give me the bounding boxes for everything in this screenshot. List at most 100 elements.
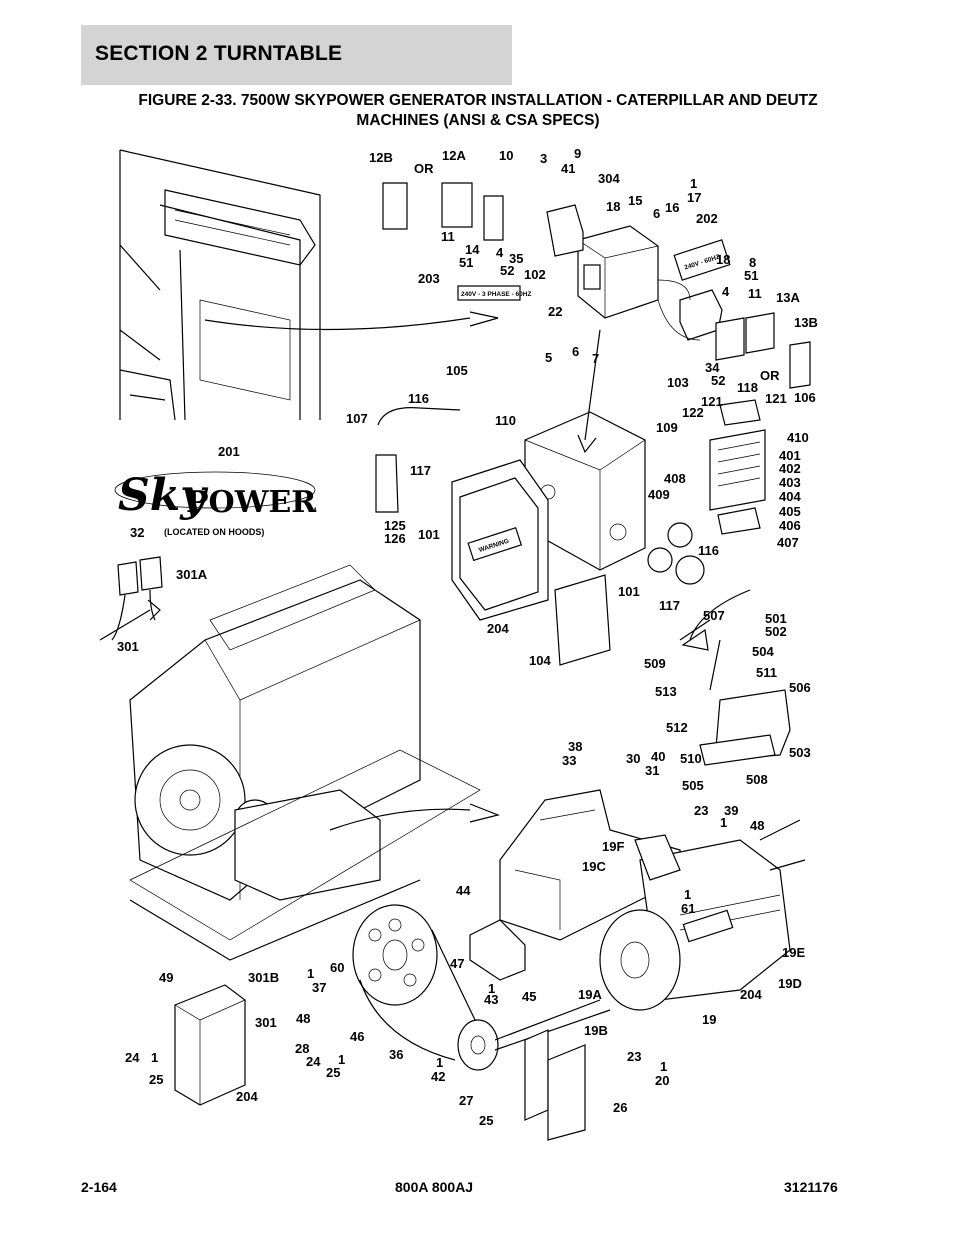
callout-label: 36	[389, 1047, 403, 1062]
callout-label: 304	[598, 171, 620, 186]
callout-label: 6	[572, 344, 579, 359]
callout-label: 103	[667, 375, 689, 390]
callout-label: 505	[682, 778, 704, 793]
callout-label: 25	[326, 1065, 340, 1080]
callout-label: 12A	[442, 148, 466, 163]
callout-label: 28	[295, 1041, 309, 1056]
callout-label: 31	[645, 763, 659, 778]
callout-label: 25	[479, 1113, 493, 1128]
callout-label: 504	[752, 644, 774, 659]
callout-label: 23	[694, 803, 708, 818]
callout-label: 33	[562, 753, 576, 768]
callout-label: 512	[666, 720, 688, 735]
callout-label: 35	[509, 251, 523, 266]
callout-label: 7	[592, 351, 599, 366]
callout-label: 51	[459, 255, 473, 270]
callout-label: 1	[436, 1055, 443, 1070]
callout-label: 32	[130, 525, 144, 540]
figure-title: FIGURE 2-33. 7500W SKYPOWER GENERATOR IN…	[81, 91, 875, 131]
callout-label: 19C	[582, 859, 606, 874]
figure-title-line-2: MACHINES (ANSI & CSA SPECS)	[356, 112, 600, 129]
callout-label: 301	[117, 639, 139, 654]
callout-label: OR	[760, 368, 780, 383]
phase-decal-text: 240V - 3 PHASE - 60HZ	[461, 291, 531, 298]
callout-label: 9	[574, 146, 581, 161]
figure-title-line-1: FIGURE 2-33. 7500W SKYPOWER GENERATOR IN…	[138, 92, 818, 109]
callout-label: 51	[744, 268, 758, 283]
callout-label: 503	[789, 745, 811, 760]
callout-label: OR	[414, 161, 434, 176]
callout-label: 1	[684, 887, 691, 902]
section-banner: SECTION 2 TURNTABLE	[81, 25, 512, 85]
callout-label: 13A	[776, 290, 800, 305]
callout-label: 404	[779, 489, 801, 504]
callout-label: 47	[450, 956, 464, 971]
callout-label: 410	[787, 430, 809, 445]
callout-label: 1	[720, 815, 727, 830]
callout-label: 116	[408, 391, 429, 406]
callout-label: 203	[418, 271, 440, 286]
callout-label: 107	[346, 411, 368, 426]
callout-label: 18	[716, 252, 730, 267]
callout-label: 23	[627, 1049, 641, 1064]
callout-label: 19	[702, 1012, 716, 1027]
callout-label: 42	[431, 1069, 445, 1084]
callout-label: 12B	[369, 150, 393, 165]
callout-label: 45	[522, 989, 536, 1004]
callout-label: 19A	[578, 987, 602, 1002]
callout-label: 506	[789, 680, 811, 695]
callout-label: 20	[655, 1073, 669, 1088]
callout-label: 301B	[248, 970, 279, 985]
callout-label: 509	[644, 656, 666, 671]
callout-label: 408	[664, 471, 686, 486]
callout-label: 19D	[778, 976, 802, 991]
callout-label: 101	[618, 584, 640, 599]
callout-label: 106	[794, 390, 816, 405]
callout-label: 122	[682, 405, 704, 420]
callout-label: 301	[255, 1015, 277, 1030]
callout-label: 37	[312, 980, 326, 995]
callout-label: 43	[484, 992, 498, 1007]
callout-label: 1	[151, 1050, 158, 1065]
callout-label: 510	[680, 751, 702, 766]
callout-label: 301A	[176, 567, 208, 582]
callout-label: 1	[690, 176, 697, 191]
callout-label: 27	[459, 1093, 473, 1108]
callout-label: 1	[488, 981, 495, 996]
callout-label: 49	[159, 970, 173, 985]
callout-label: 1	[660, 1059, 667, 1074]
callout-label: 406	[779, 518, 801, 533]
callout-label: 19E	[782, 945, 805, 960]
callout-label: 14	[465, 242, 480, 257]
logo-sky: Sky	[118, 470, 209, 521]
callout-label: 10	[499, 148, 513, 163]
callout-label: 407	[777, 535, 799, 550]
lower-components-drawing	[174, 589, 791, 1141]
callout-label: 4	[496, 245, 504, 260]
callout-label: 52	[711, 373, 725, 388]
callout-label: 52	[500, 263, 514, 278]
callout-label: 409	[648, 487, 670, 502]
generator-drawing	[499, 789, 806, 1011]
callout-label: 15	[628, 193, 642, 208]
callout-label: 102	[524, 267, 546, 282]
callout-label: 26	[613, 1100, 627, 1115]
callout-label: 11	[441, 229, 455, 244]
callout-label: 4	[722, 284, 730, 299]
callout-label: 125	[384, 518, 406, 533]
callout-label: 121	[765, 391, 787, 406]
logo-note: (LOCATED ON HOODS)	[164, 527, 264, 537]
footer-page-number: 2-164	[81, 1179, 117, 1195]
callout-label: 118	[737, 380, 758, 395]
callout-label: 117	[659, 598, 680, 613]
callout-label: 11	[748, 286, 762, 301]
callout-label: 126	[384, 531, 406, 546]
callout-label: 46	[350, 1029, 364, 1044]
section-title: SECTION 2 TURNTABLE	[95, 42, 343, 65]
callout-label: 511	[756, 665, 777, 680]
callout-label: 116	[698, 543, 719, 558]
callout-label: 104	[529, 653, 551, 668]
callout-label: 502	[765, 624, 787, 639]
callout-label: 60	[330, 960, 344, 975]
